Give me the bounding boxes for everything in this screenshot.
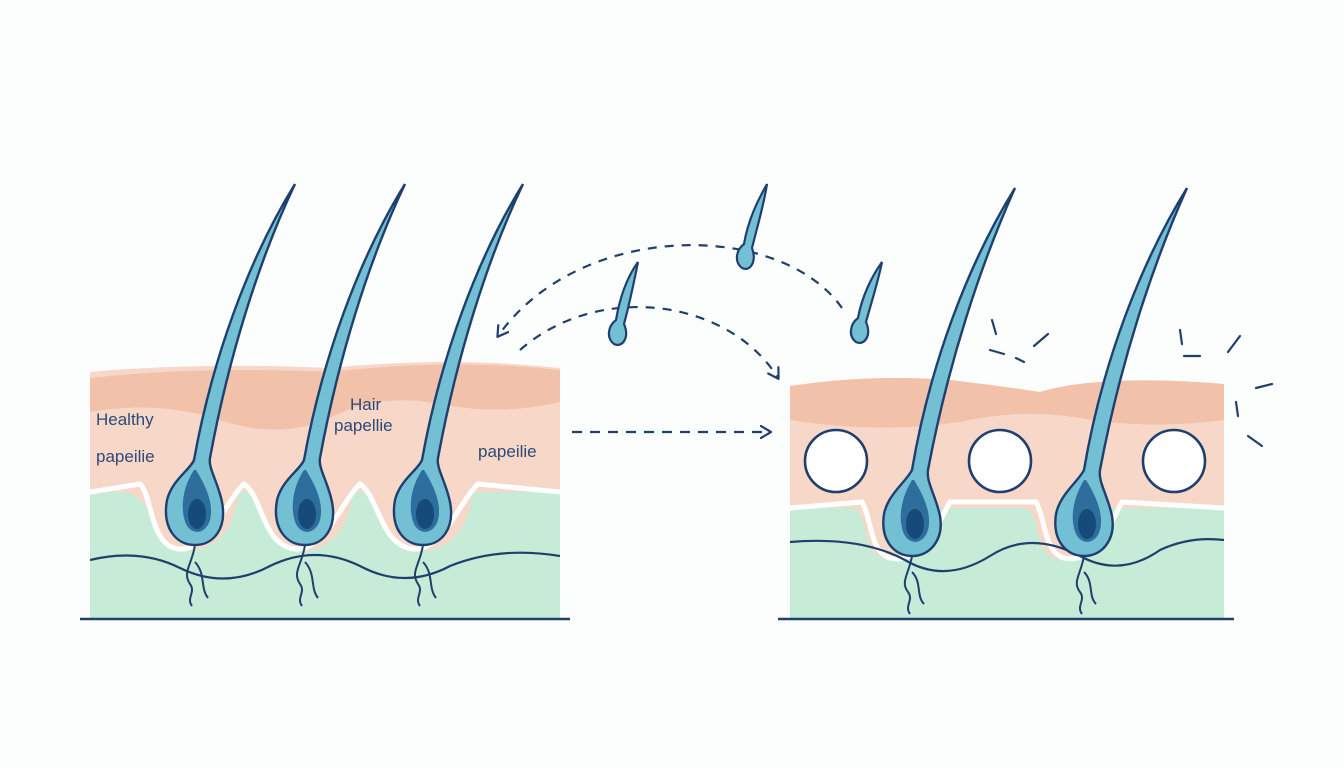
remaining-hair-2 xyxy=(1054,187,1189,615)
spark-lines-icon xyxy=(988,318,1050,364)
label-papeilie-right: papeilie xyxy=(478,442,537,461)
healthy-hair-2 xyxy=(274,183,407,607)
nerve-line xyxy=(90,551,560,580)
label-papeilie-left: papeilie xyxy=(96,447,155,466)
label-healthy: Healthy xyxy=(96,410,154,429)
affected-scalp-panel xyxy=(790,378,1224,620)
falling-hair-icon xyxy=(735,183,769,270)
label-hair: Hair xyxy=(350,395,382,414)
dermis-layer xyxy=(790,490,1224,620)
spark-lines-icon xyxy=(1178,328,1274,448)
curved-arrow-forward xyxy=(519,305,778,378)
skin-boundary xyxy=(90,480,560,552)
empty-follicle-circle-icon xyxy=(803,428,869,494)
nerve-line xyxy=(790,538,1224,573)
empty-follicle-circle-icon xyxy=(1141,428,1207,494)
healthy-hair-1 xyxy=(164,183,297,607)
falling-hair-icon xyxy=(607,261,640,346)
falling-hair-icon xyxy=(849,261,884,344)
healthy-hair-3 xyxy=(392,183,525,607)
curved-arrow-back xyxy=(498,244,843,336)
empty-follicle-circle-icon xyxy=(967,428,1033,494)
label-papellie: papellie xyxy=(334,416,393,435)
remaining-hair-1 xyxy=(882,187,1017,615)
